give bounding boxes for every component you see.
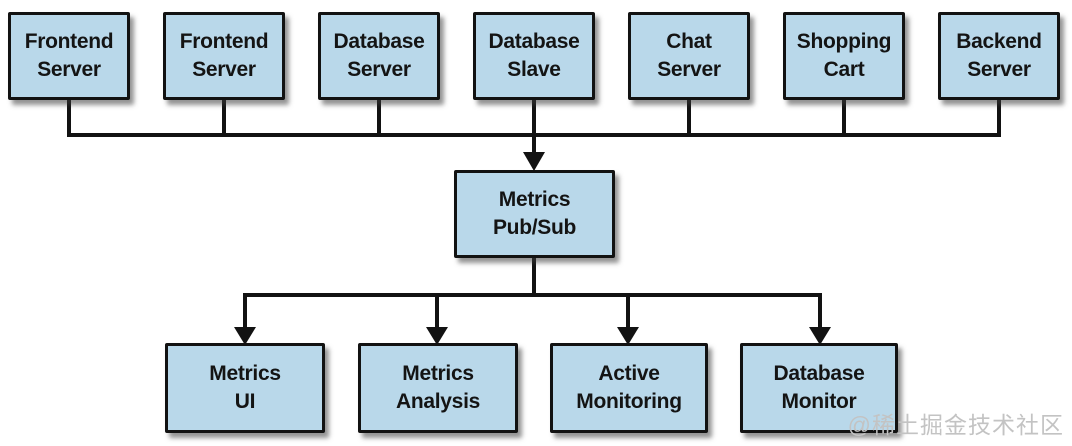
node-backend-server: Backend Server	[938, 12, 1060, 100]
node-chat-server: Chat Server	[628, 12, 750, 100]
node-database-monitor: Database Monitor	[740, 343, 898, 433]
arrowhead-active-monitoring	[617, 327, 639, 345]
node-label: Metrics UI	[209, 362, 281, 413]
node-label: Metrics Analysis	[396, 362, 480, 413]
arrowhead-metrics-ui	[234, 327, 256, 345]
node-label: Active Monitoring	[576, 362, 682, 413]
node-label: Backend Server	[956, 30, 1042, 81]
node-label: Database Server	[333, 30, 425, 81]
node-frontend-server-1: Frontend Server	[8, 12, 130, 100]
node-label: Frontend Server	[179, 30, 269, 81]
top-node-stubs	[67, 98, 1001, 137]
node-metrics-pubsub: Metrics Pub/Sub	[454, 170, 615, 258]
node-metrics-ui: Metrics UI	[165, 343, 325, 433]
node-database-slave: Database Slave	[473, 12, 595, 100]
arrowhead-hub	[523, 152, 545, 171]
node-metrics-analysis: Metrics Analysis	[358, 343, 518, 433]
node-frontend-server-2: Frontend Server	[163, 12, 285, 100]
node-label: Chat Server	[657, 30, 721, 81]
node-label: Metrics Pub/Sub	[492, 188, 577, 239]
node-label: Frontend Server	[24, 30, 114, 81]
node-shopping-cart: Shopping Cart	[783, 12, 905, 100]
watermark-text: @稀土掘金技术社区	[847, 412, 1064, 438]
arrowheads	[234, 152, 831, 345]
node-active-monitoring: Active Monitoring	[550, 343, 708, 433]
bottom-node-drops	[243, 293, 822, 328]
node-label: Shopping Cart	[796, 30, 892, 81]
node-label: Database Slave	[488, 30, 580, 81]
arrowhead-database-monitor	[809, 327, 831, 345]
bottom-bus-wires	[243, 256, 822, 328]
node-database-server: Database Server	[318, 12, 440, 100]
node-label: Database Monitor	[773, 362, 865, 413]
arrowhead-metrics-analysis	[426, 327, 448, 345]
top-bus-wires	[67, 98, 1001, 153]
